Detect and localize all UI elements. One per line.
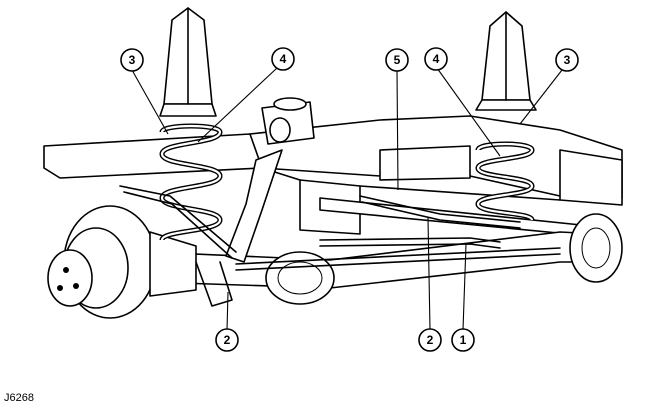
left-bump-stop-tower — [159, 7, 217, 117]
callout-4-right-label: 4 — [433, 52, 440, 66]
callout-4-left: 4 — [271, 47, 295, 71]
callout-4-left-label: 4 — [280, 52, 287, 66]
callout-2-right-label: 2 — [427, 333, 434, 347]
steering-box — [261, 97, 315, 145]
left-coil-spring — [159, 123, 223, 242]
right-coil-spring — [475, 141, 535, 223]
callout-1-label: 1 — [460, 333, 467, 347]
callout-1: 1 — [451, 328, 475, 352]
callout-5-label: 5 — [394, 53, 401, 67]
right-hub-assembly — [569, 213, 623, 283]
panhard-rod — [359, 195, 521, 229]
callout-5: 5 — [385, 48, 409, 72]
callout-3-left: 3 — [120, 48, 144, 72]
callout-2-right: 2 — [418, 328, 442, 352]
left-hub-assembly — [47, 205, 197, 319]
callout-2-left-label: 2 — [224, 333, 231, 347]
track-rod — [235, 237, 561, 271]
callout-4-right: 4 — [424, 47, 448, 71]
callout-3-right-label: 3 — [564, 53, 571, 67]
callout-3-left-label: 3 — [129, 53, 136, 67]
radius-arms — [119, 149, 283, 263]
figure-reference: J6268 — [4, 392, 34, 404]
callout-3-right: 3 — [555, 48, 579, 72]
right-bump-stop-tower — [475, 11, 537, 111]
callout-leaders — [131, 67, 563, 331]
axle-housing — [149, 231, 601, 307]
callout-2-left: 2 — [215, 328, 239, 352]
